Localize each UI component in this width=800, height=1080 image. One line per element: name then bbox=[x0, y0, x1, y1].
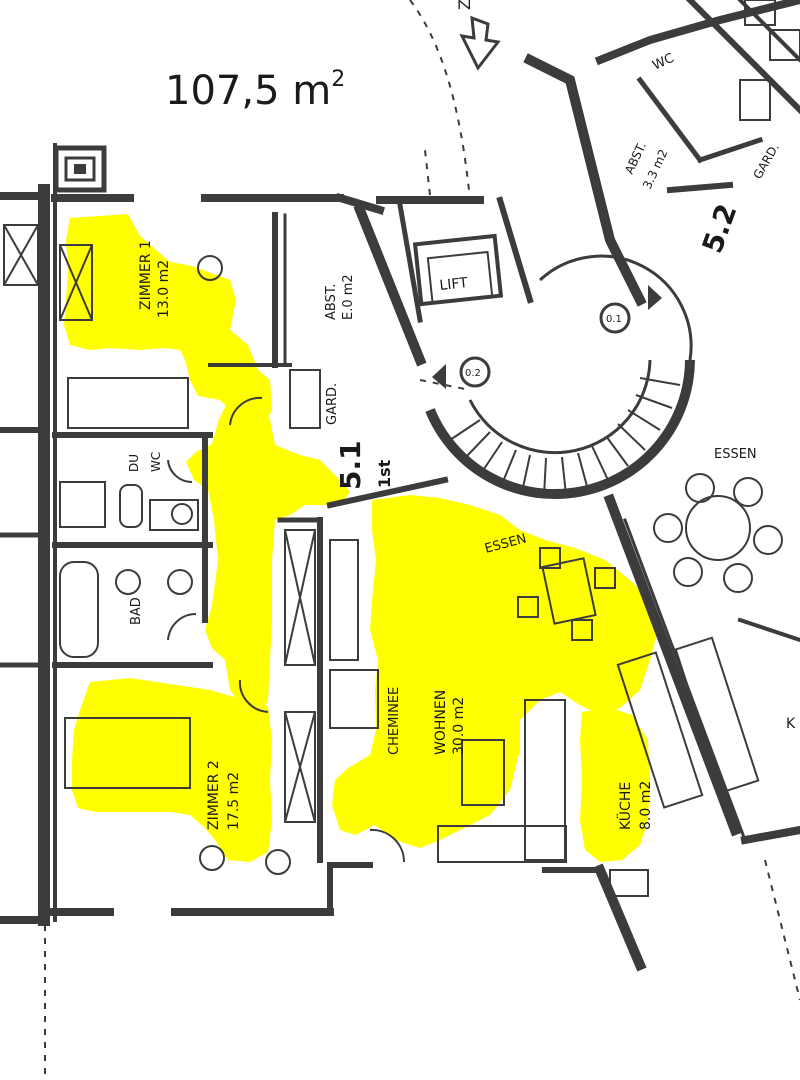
label-kueche: KÜCHE bbox=[616, 782, 634, 830]
marker-d1: 0.1 bbox=[606, 314, 622, 325]
label-zimmer1-area: 13.0 m2 bbox=[156, 260, 172, 318]
labels: 107,5 m2 ZIMMER 1 13.0 m2 ABST. E.0 m2 G… bbox=[127, 0, 796, 830]
label-abst1-area: E.0 m2 bbox=[341, 274, 356, 320]
label-zimmer1: ZIMMER 1 bbox=[138, 240, 154, 310]
stair-markers bbox=[432, 285, 662, 389]
unit-52: 5.2 bbox=[696, 199, 744, 257]
label-essen-neighbor: ESSEN bbox=[714, 447, 757, 462]
label-bad: BAD bbox=[129, 597, 144, 625]
unit-51-floor: 1st bbox=[375, 459, 394, 488]
dashed-lines bbox=[44, 0, 800, 1075]
label-kueche-area: 8.0 m2 bbox=[638, 781, 654, 830]
label-du: DU bbox=[127, 454, 141, 472]
label-wc-neighbor: WC bbox=[650, 51, 676, 74]
label-wohnen: WOHNEN bbox=[433, 690, 449, 755]
label-cheminee: CHEMINEE bbox=[387, 687, 402, 755]
marker-d2: 0.2 bbox=[465, 368, 481, 379]
label-abst-neighbor: ABST. bbox=[622, 140, 649, 176]
spiral-staircase bbox=[425, 254, 695, 500]
apartment-highlight bbox=[64, 214, 658, 862]
entrance-arrow-icon bbox=[459, 15, 501, 71]
label-zimmer2-area: 17.5 m2 bbox=[226, 772, 242, 830]
unit-51: 5.1 bbox=[334, 440, 367, 490]
label-gard-neighbor: GARD. bbox=[750, 141, 782, 182]
label-kueche-neighbor: K bbox=[786, 716, 796, 732]
top-mark: Z bbox=[455, 0, 474, 10]
label-lift: LIFT bbox=[439, 275, 469, 294]
total-area: 107,5 m2 bbox=[165, 67, 345, 114]
label-gard1: GARD. bbox=[325, 383, 340, 425]
label-wc: WC bbox=[149, 452, 163, 472]
label-wohnen-area: 30.0 m2 bbox=[451, 697, 467, 755]
label-abst1: ABST. bbox=[324, 284, 339, 320]
fixtures bbox=[3, 0, 800, 897]
label-zimmer2: ZIMMER 2 bbox=[206, 760, 222, 830]
